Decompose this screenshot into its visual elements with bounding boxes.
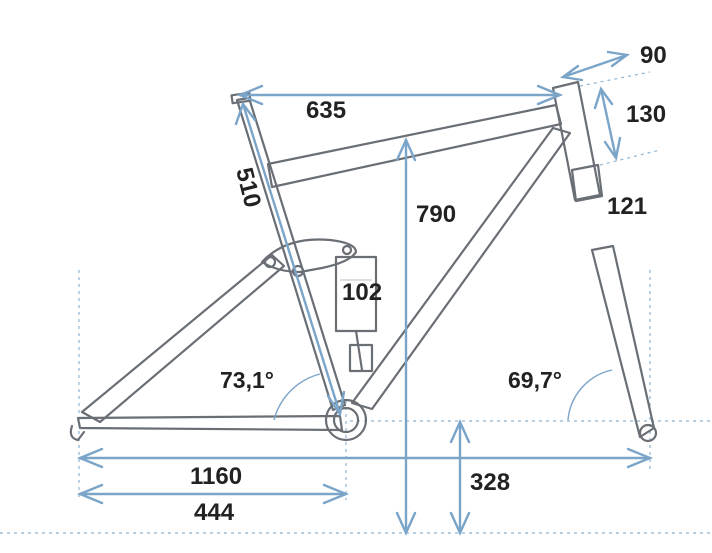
dimension-arrows bbox=[76, 50, 654, 536]
head-tube-length-label: 121 bbox=[607, 193, 647, 220]
chain-stay bbox=[76, 414, 344, 432]
fork-blade bbox=[590, 244, 656, 439]
stem-arrow-right-head bbox=[606, 50, 631, 68]
wheelbase-arrow-left-head bbox=[76, 447, 104, 469]
stem-length-arrow bbox=[561, 53, 629, 79]
top-tube-length-label: 635 bbox=[306, 97, 346, 124]
head-angle-arc bbox=[567, 369, 613, 421]
steerer-arrow-bottom-head bbox=[603, 136, 622, 162]
seat-tube bbox=[235, 96, 347, 412]
bike-frame bbox=[69, 80, 658, 443]
seat-tube-arrow-top-head bbox=[234, 101, 257, 126]
wheelbase-arrow-right-head bbox=[626, 447, 654, 469]
bb-height-label: 328 bbox=[470, 469, 510, 496]
seat-stay bbox=[80, 253, 286, 424]
bottom-bracket bbox=[324, 398, 368, 442]
rear-dropout bbox=[69, 424, 86, 442]
chainstay-length-label: 444 bbox=[194, 499, 235, 526]
bottom-bracket-inner bbox=[332, 406, 360, 434]
measurement-labels: 635 510 790 90 130 121 102 73,1° 69,7° 1… bbox=[190, 42, 667, 526]
bb-height-arrow-top-head bbox=[449, 419, 471, 444]
front-axle-dropout bbox=[638, 423, 658, 443]
stem-top-guide bbox=[579, 71, 651, 87]
shock-eyelet bbox=[348, 343, 374, 373]
chainstay-arrow-left-head bbox=[76, 483, 104, 505]
stack-height-label: 790 bbox=[416, 201, 456, 228]
head-angle-label: 69,7° bbox=[508, 367, 562, 393]
head-tube bbox=[551, 80, 602, 202]
shock-shaft bbox=[354, 329, 364, 372]
chainstay-arrow-right-head bbox=[322, 483, 350, 505]
angle-arcs bbox=[273, 369, 613, 421]
seat-tube-length-arrow bbox=[241, 102, 342, 416]
seat-tube-length-label: 510 bbox=[230, 165, 266, 210]
rocker-pivot-shock bbox=[341, 244, 353, 256]
steerer-height-arrow bbox=[599, 87, 618, 160]
rocker-link bbox=[260, 238, 358, 274]
stack-arrow-top-head bbox=[395, 137, 417, 162]
shock-length-label: 102 bbox=[342, 279, 382, 306]
top-tube-arrow-left-head bbox=[236, 84, 264, 106]
down-tube bbox=[350, 126, 572, 411]
rocker-pivot-rear bbox=[263, 255, 277, 269]
head-tube-lower-cup bbox=[570, 163, 604, 203]
stem-length-label: 90 bbox=[640, 42, 667, 69]
stack-arrow-bottom-head bbox=[395, 511, 417, 536]
steerer-height-label: 130 bbox=[626, 101, 666, 128]
steerer-arrow-top-head bbox=[593, 86, 614, 110]
stem-arrow-left-head bbox=[559, 64, 584, 82]
seat-tube-arrow-bottom-head bbox=[326, 390, 346, 418]
top-tube-arrow-right-head bbox=[536, 84, 564, 106]
bb-height-arrow-bottom-head bbox=[449, 511, 471, 536]
seat-angle-label: 73,1° bbox=[220, 367, 274, 393]
seat-angle-arc bbox=[273, 373, 321, 421]
wheelbase-label: 1160 bbox=[190, 463, 242, 490]
stem-bottom-guide bbox=[599, 149, 661, 166]
